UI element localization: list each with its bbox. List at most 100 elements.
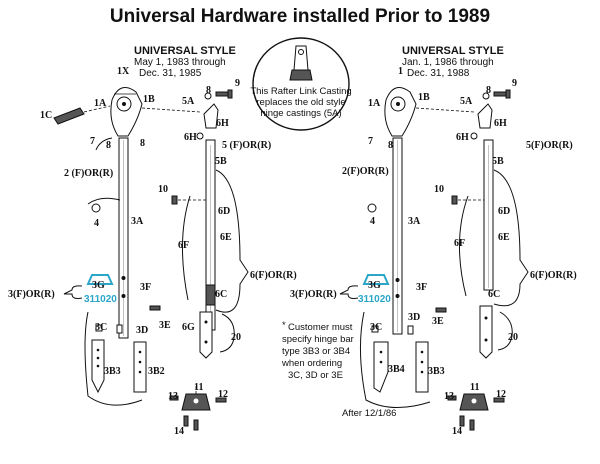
right-nut-4 bbox=[367, 203, 377, 213]
label-5a-right: 5A bbox=[460, 96, 473, 107]
label-1b: 1B bbox=[143, 94, 155, 105]
label-13-right: 13 bbox=[444, 391, 454, 402]
note-line-5: 3C, 3D or 3E bbox=[288, 370, 343, 381]
label-3b3: 3B3 bbox=[104, 366, 121, 377]
callout-line-1: This Rafter Link Casting bbox=[250, 86, 351, 97]
right-part-3e bbox=[435, 307, 447, 313]
label-3g: 3G bbox=[92, 280, 105, 291]
label-6d: 6D bbox=[218, 206, 230, 217]
left-style-end: Dec. 31, 1985 bbox=[139, 68, 202, 79]
label-1b-right: 1B bbox=[418, 92, 430, 103]
label-10: 10 bbox=[158, 184, 168, 195]
right-labels: 1 9 8 1A 1B 5A 6H 6H 7 8 5(F)OR(R) 2(F)O… bbox=[290, 66, 577, 437]
left-spring-6c bbox=[205, 284, 216, 306]
label-3: 3(F)OR(R) bbox=[8, 289, 55, 300]
label-3b2: 3B2 bbox=[148, 366, 165, 377]
label-6e-right: 6E bbox=[498, 232, 510, 243]
label-8-right-top: 8 bbox=[486, 85, 491, 96]
label-5: 5 (F)OR(R) bbox=[222, 140, 271, 151]
label-1c: 1C bbox=[40, 110, 52, 121]
right-nut-6h bbox=[470, 132, 478, 140]
right-style-title: UNIVERSAL STYLE bbox=[402, 45, 504, 57]
right-top-casting bbox=[384, 87, 417, 137]
left-bolt-9 bbox=[215, 89, 233, 99]
note-line-3: type 3B3 or 3B4 bbox=[282, 346, 350, 357]
label-5-right: 5(F)OR(R) bbox=[526, 140, 573, 151]
left-nut-4 bbox=[91, 203, 101, 213]
right-hinge-bar-3b3 bbox=[415, 341, 429, 393]
label-3c: 3C bbox=[95, 322, 107, 333]
label-6g: 6G bbox=[182, 322, 195, 333]
right-bolt-9 bbox=[493, 89, 511, 99]
label-3c-right: 3C bbox=[370, 322, 382, 333]
label-20: 20 bbox=[231, 332, 241, 343]
left-nut-8 bbox=[204, 92, 212, 100]
after-date-note: After 12/1/86 bbox=[342, 408, 396, 419]
label-6f: 6F bbox=[178, 240, 189, 251]
right-casting-5a bbox=[477, 103, 493, 129]
label-1x: 1X bbox=[117, 66, 130, 77]
left-bolt-1c bbox=[53, 105, 111, 125]
right-part-3g-highlight: 3G 311020 bbox=[358, 274, 391, 305]
right-style-start: Jan. 1, 1986 through bbox=[402, 57, 494, 68]
label-3-right: 3(F)OR(R) bbox=[290, 289, 337, 300]
label-3b3-right: 3B3 bbox=[428, 366, 445, 377]
callout-line-2: replaces the old style bbox=[256, 97, 345, 108]
left-casting-5a bbox=[203, 103, 219, 129]
left-part-3d bbox=[116, 324, 123, 334]
left-style-heading: UNIVERSAL STYLE May 1, 1983 through Dec.… bbox=[134, 45, 236, 80]
label-9: 9 bbox=[235, 78, 240, 89]
label-5b: 5B bbox=[215, 156, 227, 167]
label-3b4-right: 3B4 bbox=[388, 364, 405, 375]
label-8-lower: 8 bbox=[106, 140, 111, 151]
label-8-right: 8 bbox=[140, 138, 145, 149]
label-6c: 6C bbox=[215, 289, 227, 300]
label-2: 2 (F)OR(R) bbox=[64, 168, 113, 179]
label-3a-right: 3A bbox=[408, 216, 421, 227]
label-5b-right: 5B bbox=[492, 156, 504, 167]
rafter-link-callout: This Rafter Link Casting replaces the ol… bbox=[250, 37, 352, 131]
left-part-3g-highlight: 3G 311020 bbox=[84, 274, 117, 305]
note-marker: * bbox=[282, 320, 286, 331]
label-3d-right: 3D bbox=[408, 312, 420, 323]
right-style-end: Dec. 31, 1988 bbox=[407, 68, 470, 79]
label-7: 7 bbox=[90, 136, 95, 147]
left-assembly bbox=[53, 87, 249, 431]
label-2-right: 2(F)OR(R) bbox=[342, 166, 389, 177]
label-4-right: 4 bbox=[370, 216, 375, 227]
label-20-right: 20 bbox=[508, 332, 518, 343]
label-5a: 5A bbox=[182, 96, 195, 107]
left-nut-6h bbox=[196, 132, 204, 140]
right-bracket-20 bbox=[479, 305, 493, 359]
label-6-right: 6(F)OR(R) bbox=[530, 270, 577, 281]
right-nut-8 bbox=[482, 92, 490, 100]
customer-note: * Customer must specify hinge bar type 3… bbox=[281, 320, 354, 381]
right-part-number: 311020 bbox=[358, 294, 391, 305]
label-1a-right: 1A bbox=[368, 98, 381, 109]
left-style-start: May 1, 1983 through bbox=[134, 57, 226, 68]
label-9-right: 9 bbox=[512, 78, 517, 89]
label-8: 8 bbox=[206, 85, 211, 96]
label-11-right: 11 bbox=[470, 382, 479, 393]
note-line-2: specify hinge bar bbox=[282, 334, 354, 345]
right-style-heading: UNIVERSAL STYLE Jan. 1, 1986 through Dec… bbox=[402, 45, 504, 80]
label-12-right: 12 bbox=[496, 389, 506, 400]
label-4: 4 bbox=[94, 218, 99, 229]
label-6h-right-top: 6H bbox=[494, 118, 507, 129]
label-7-right: 7 bbox=[368, 136, 373, 147]
label-3f-right: 3F bbox=[416, 282, 427, 293]
label-3d: 3D bbox=[136, 325, 148, 336]
label-10-right: 10 bbox=[434, 184, 444, 195]
right-assembly bbox=[339, 87, 529, 431]
left-part-number: 311020 bbox=[84, 294, 117, 305]
label-6h-right-bottom: 6H bbox=[456, 132, 469, 143]
label-8-right-lower: 8 bbox=[388, 140, 393, 151]
left-style-title: UNIVERSAL STYLE bbox=[134, 45, 236, 57]
label-1: 1 bbox=[398, 66, 403, 77]
label-11: 11 bbox=[194, 382, 203, 393]
label-6e: 6E bbox=[220, 232, 232, 243]
right-bolt-10 bbox=[451, 195, 484, 205]
right-part-3c bbox=[371, 325, 379, 333]
rafter-link-casting-icon bbox=[289, 45, 313, 81]
